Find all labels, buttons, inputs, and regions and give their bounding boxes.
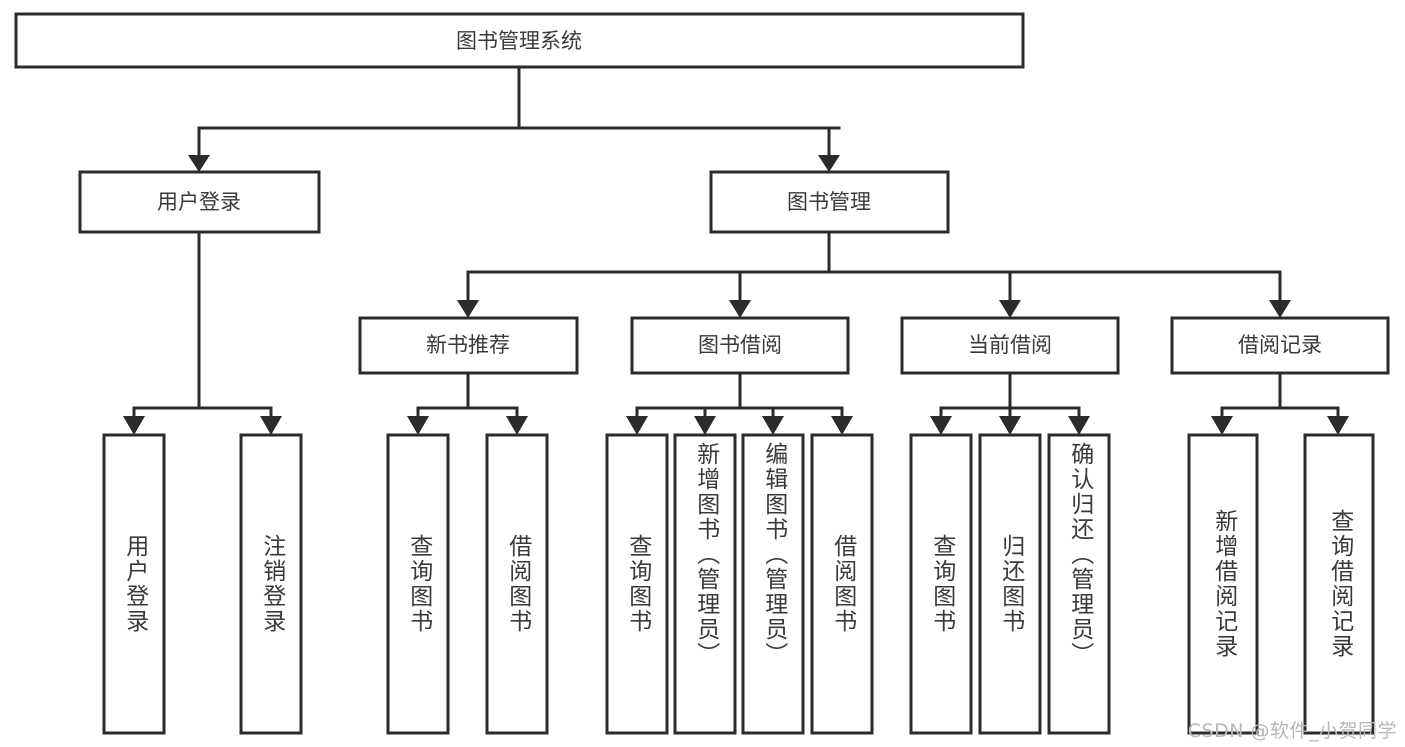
leaf-box-add-record[interactable] xyxy=(1187,433,1259,735)
connector-userlogin-to-leaves xyxy=(123,230,282,435)
leaf-box-edit-book[interactable] xyxy=(741,433,805,735)
node-current-borrow-label: 当前借阅 xyxy=(968,333,1052,357)
node-root[interactable]: 图书管理系统 xyxy=(14,12,1025,69)
connector-bookmanage-to-level3 xyxy=(457,230,1291,318)
connector-currentborrow-to-leaves xyxy=(930,371,1090,435)
node-book-manage[interactable]: 图书管理 xyxy=(709,170,950,234)
leaf-box-logout[interactable] xyxy=(239,433,303,735)
connector-borrowrecord-to-leaves xyxy=(1211,371,1349,435)
node-book-borrow-label: 图书借阅 xyxy=(698,333,782,357)
node-user-login[interactable]: 用户登录 xyxy=(78,170,321,234)
watermark-text: CSDN @软件_小贺同学 xyxy=(1187,720,1397,742)
node-root-label: 图书管理系统 xyxy=(456,29,582,53)
node-borrow-record[interactable]: 借阅记录 xyxy=(1170,316,1390,375)
leaf-box-query-book-2[interactable] xyxy=(605,433,669,735)
node-borrow-record-label: 借阅记录 xyxy=(1238,333,1322,357)
node-current-borrow[interactable]: 当前借阅 xyxy=(900,316,1120,375)
connector-root-to-level2 xyxy=(188,65,841,172)
node-new-book-recommend-label: 新书推荐 xyxy=(426,333,510,357)
leaf-box-borrow-book-2[interactable] xyxy=(810,433,874,735)
leaf-box-return-book[interactable] xyxy=(978,433,1042,735)
node-user-login-label: 用户登录 xyxy=(157,190,241,214)
leaf-box-borrow-book-1[interactable] xyxy=(485,433,549,735)
leaf-box-add-book[interactable] xyxy=(673,433,737,735)
node-new-book-recommend[interactable]: 新书推荐 xyxy=(358,316,579,375)
node-book-manage-label: 图书管理 xyxy=(787,190,871,214)
leaf-box-query-book-3[interactable] xyxy=(909,433,973,735)
connector-newbook-to-leaves xyxy=(407,371,528,435)
node-book-borrow[interactable]: 图书借阅 xyxy=(630,316,850,375)
leaf-box-query-book-1[interactable] xyxy=(386,433,450,735)
leaf-box-user-login[interactable] xyxy=(102,433,166,735)
leaf-box-query-record[interactable] xyxy=(1303,433,1375,735)
leaf-box-confirm-return[interactable] xyxy=(1047,433,1111,735)
connector-bookborrow-to-leaves xyxy=(626,371,853,435)
